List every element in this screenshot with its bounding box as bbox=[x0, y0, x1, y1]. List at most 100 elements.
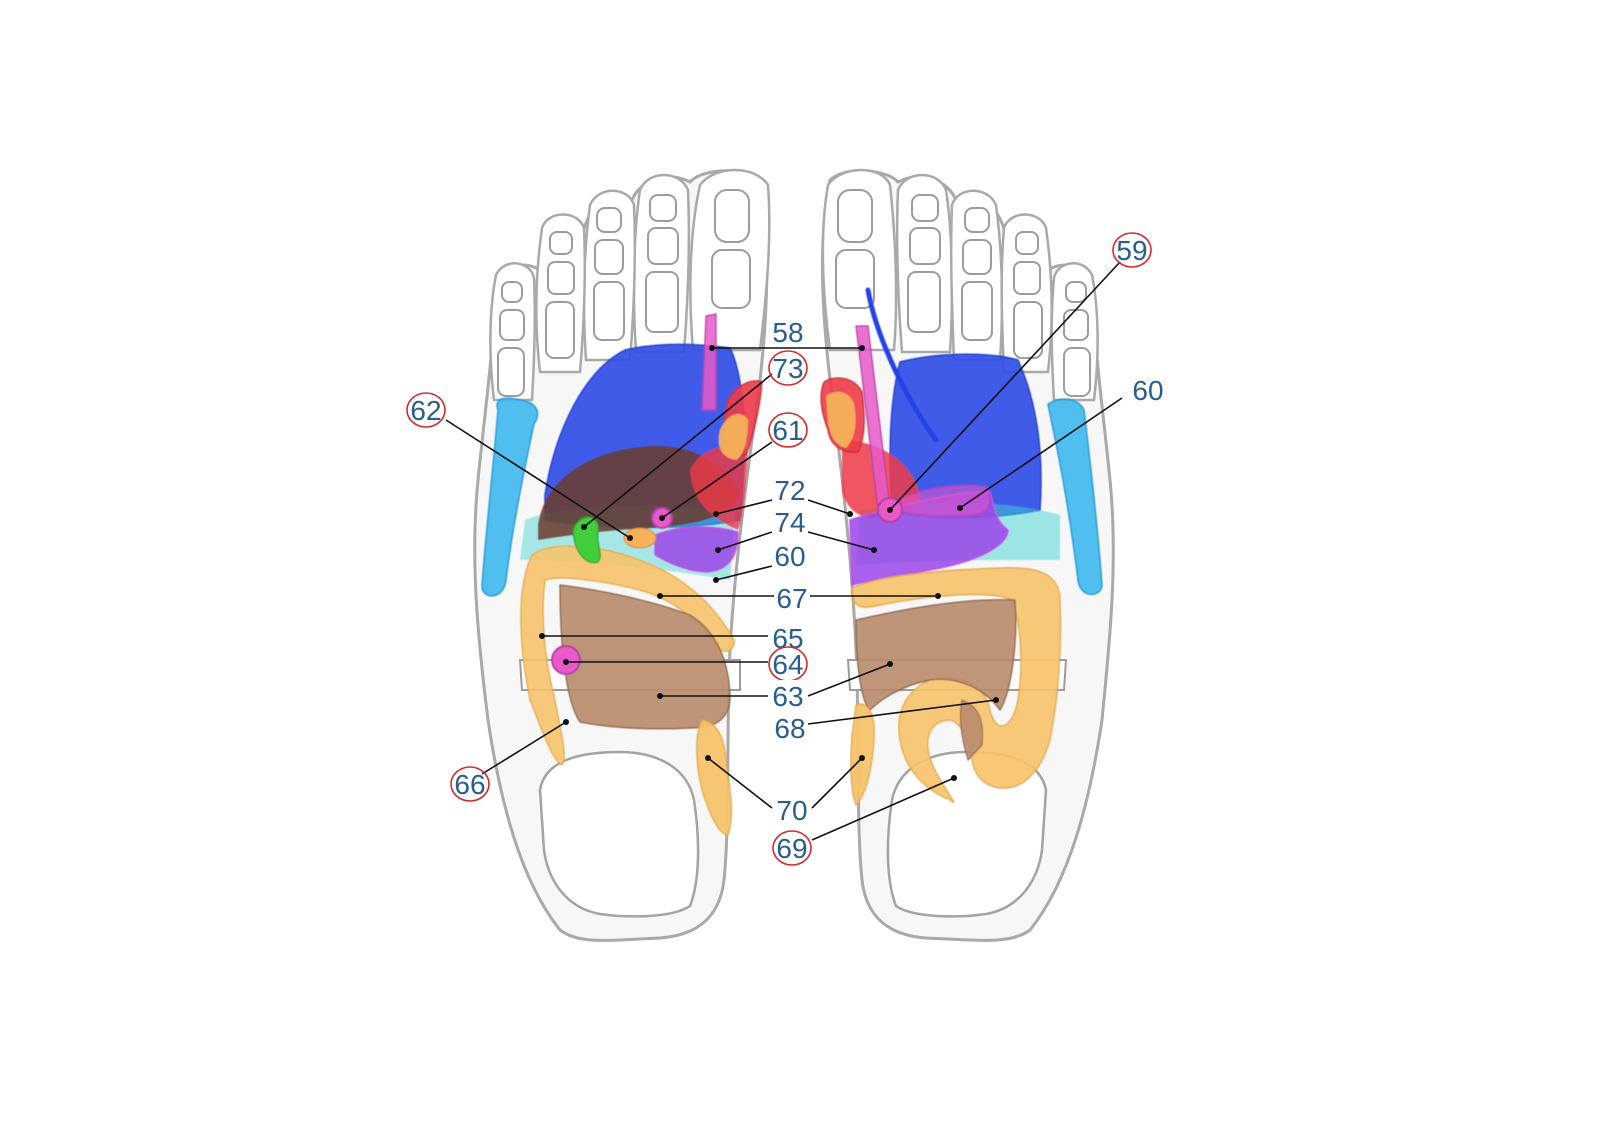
dot-62 bbox=[627, 535, 633, 541]
right-shoulder-zone bbox=[1047, 398, 1103, 595]
label-64: 64 bbox=[768, 646, 808, 682]
right-organ-zones bbox=[820, 287, 1103, 807]
label-text-63: 63 bbox=[772, 681, 803, 712]
dot-59 bbox=[887, 507, 893, 513]
dot-74-left bbox=[715, 547, 721, 553]
label-text-70: 70 bbox=[776, 795, 807, 826]
label-text-60b: 60 bbox=[1132, 375, 1163, 406]
label-backing-74 bbox=[772, 506, 808, 536]
label-72: 72 bbox=[772, 474, 808, 506]
label-backing-68 bbox=[772, 712, 808, 742]
label-text-66: 66 bbox=[454, 769, 485, 800]
label-backing-58 bbox=[770, 316, 806, 346]
label-text-58: 58 bbox=[772, 317, 803, 348]
dot-69 bbox=[951, 775, 957, 781]
right-phalanges bbox=[835, 189, 1091, 397]
dot-70-left bbox=[705, 755, 711, 761]
left-heel bbox=[538, 750, 700, 918]
leader-62 bbox=[445, 419, 631, 539]
dot-70-right bbox=[859, 755, 865, 761]
label-ring-62 bbox=[406, 392, 446, 428]
label-66: 66 bbox=[450, 766, 490, 802]
leader-59 bbox=[889, 261, 1121, 511]
label-backing-70 bbox=[774, 794, 810, 824]
label-ring-73 bbox=[768, 350, 808, 386]
label-60b: 60 bbox=[1130, 374, 1166, 406]
right-orange-zone-inner bbox=[826, 391, 856, 448]
label-69: 69 bbox=[772, 830, 812, 866]
label-ring-69 bbox=[772, 830, 812, 866]
label-text-72: 72 bbox=[774, 475, 805, 506]
leader-70-left bbox=[707, 757, 773, 809]
label-ring-61 bbox=[768, 412, 808, 448]
label-63: 63 bbox=[770, 680, 806, 712]
label-backing-67 bbox=[774, 582, 810, 612]
label-text-61: 61 bbox=[772, 415, 803, 446]
right-colon-ascending bbox=[850, 703, 875, 807]
label-text-67: 67 bbox=[776, 583, 807, 614]
dot-64 bbox=[563, 659, 569, 665]
left-orange-blob-62 bbox=[623, 527, 657, 549]
label-text-69: 69 bbox=[776, 833, 807, 864]
label-text-59: 59 bbox=[1116, 235, 1147, 266]
dot-67-right bbox=[935, 593, 941, 599]
dot-58-left bbox=[709, 345, 715, 351]
right-large-intestine bbox=[851, 567, 1062, 803]
dot-60a bbox=[713, 577, 719, 583]
dot-68 bbox=[993, 697, 999, 703]
left-colon-descending bbox=[696, 719, 733, 836]
leader-lines bbox=[445, 261, 1123, 841]
label-text-73: 73 bbox=[772, 353, 803, 384]
label-backing-60a bbox=[772, 540, 808, 570]
label-70: 70 bbox=[774, 794, 810, 826]
dot-72-right bbox=[847, 511, 853, 517]
label-74: 74 bbox=[772, 506, 808, 538]
leader-68 bbox=[807, 699, 997, 725]
left-phalanges bbox=[497, 189, 751, 397]
label-73: 73 bbox=[768, 350, 808, 386]
dot-58-right bbox=[859, 345, 865, 351]
leader-74-right bbox=[807, 531, 875, 551]
leader-60a bbox=[715, 565, 773, 581]
label-58: 58 bbox=[770, 316, 806, 348]
label-62: 62 bbox=[406, 392, 446, 428]
right-pink-lobe bbox=[899, 484, 991, 517]
label-61: 61 bbox=[768, 412, 808, 448]
label-ring-66 bbox=[450, 766, 490, 802]
dot-63-right bbox=[887, 661, 893, 667]
leader-60b bbox=[959, 397, 1123, 509]
leader-72-right bbox=[807, 499, 851, 515]
leader-72-left bbox=[715, 499, 773, 515]
left-stomach-zone bbox=[654, 526, 739, 573]
label-text-68: 68 bbox=[774, 713, 805, 744]
leader-69 bbox=[811, 777, 955, 841]
label-60a: 60 bbox=[772, 540, 808, 572]
leader-61 bbox=[661, 441, 773, 519]
dot-61 bbox=[659, 515, 665, 521]
dot-72-left bbox=[713, 511, 719, 517]
left-gallbladder bbox=[572, 516, 601, 564]
label-67: 67 bbox=[774, 582, 810, 614]
leader-74-left bbox=[717, 531, 773, 551]
label-backing-63 bbox=[770, 680, 806, 710]
leader-73 bbox=[583, 373, 773, 528]
left-small-intestine bbox=[559, 584, 731, 730]
dot-63-left bbox=[657, 693, 663, 699]
dot-73 bbox=[581, 524, 587, 530]
label-backing-60b bbox=[1130, 374, 1166, 404]
label-text-64: 64 bbox=[772, 649, 803, 680]
label-ring-59 bbox=[1112, 232, 1152, 268]
right-blue-line bbox=[865, 287, 939, 443]
label-backing-72 bbox=[772, 474, 808, 504]
label-68: 68 bbox=[772, 712, 808, 744]
label-text-74: 74 bbox=[774, 507, 805, 538]
dot-60b bbox=[957, 505, 963, 511]
left-pink-gland-strip bbox=[701, 313, 717, 411]
dot-66 bbox=[563, 719, 569, 725]
left-large-intestine bbox=[520, 545, 735, 766]
left-shoulder-zone bbox=[481, 397, 539, 597]
label-text-60a: 60 bbox=[774, 541, 805, 572]
